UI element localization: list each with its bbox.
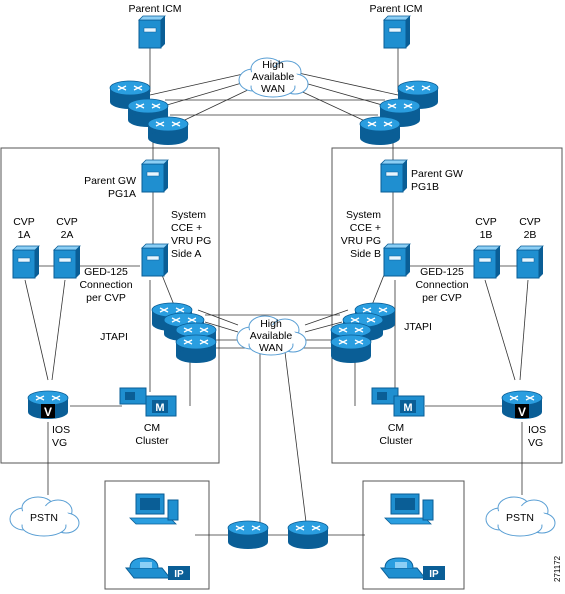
svg-text:CVP: CVP bbox=[519, 216, 541, 228]
parent-gw-a-server bbox=[141, 159, 169, 193]
svg-text:Parent GW: Parent GW bbox=[411, 168, 463, 180]
agent-phone-left: IP bbox=[125, 557, 190, 580]
cvp-1b-label: CVP 1B bbox=[475, 216, 497, 241]
vg-a-badge: V bbox=[44, 405, 52, 419]
parent-gw-b-server bbox=[380, 159, 408, 193]
parent-icm-left-label: Parent ICM bbox=[128, 3, 181, 15]
cm-cluster-a-label: CM Cluster bbox=[135, 422, 169, 447]
svg-text:WAN: WAN bbox=[261, 83, 285, 95]
cvp-1a-label: CVP 1A bbox=[13, 216, 35, 241]
svg-text:Connection: Connection bbox=[79, 279, 132, 291]
svg-text:VG: VG bbox=[528, 437, 543, 449]
system-pg-b-label: System CCE + VRU PG Side B bbox=[341, 209, 382, 260]
cm-cluster-b-devices: M bbox=[371, 387, 425, 417]
svg-text:CM: CM bbox=[388, 422, 404, 434]
pstn-right-label: PSTN bbox=[506, 512, 534, 524]
cm-cluster-a-devices: M bbox=[119, 387, 177, 417]
svg-text:Available: Available bbox=[250, 330, 293, 342]
svg-text:Available: Available bbox=[252, 71, 295, 83]
router-bottom-left bbox=[227, 520, 269, 550]
svg-text:VRU PG: VRU PG bbox=[341, 235, 381, 247]
svg-text:Parent GW: Parent GW bbox=[84, 175, 136, 187]
svg-text:CM: CM bbox=[144, 422, 160, 434]
svg-text:2A: 2A bbox=[61, 229, 74, 241]
svg-text:PG1B: PG1B bbox=[411, 181, 439, 193]
parent-icm-left-server bbox=[138, 15, 166, 49]
svg-text:IOS: IOS bbox=[528, 424, 546, 436]
svg-text:CVP: CVP bbox=[475, 216, 497, 228]
cm-b-badge: M bbox=[403, 402, 412, 414]
svg-text:IOS: IOS bbox=[52, 424, 70, 436]
svg-text:GED-125: GED-125 bbox=[420, 266, 464, 278]
agent-pc-left bbox=[129, 493, 179, 525]
svg-text:Side A: Side A bbox=[171, 248, 201, 260]
wan-top-label: High Available WAN bbox=[252, 59, 295, 95]
connection-lines bbox=[24, 45, 529, 536]
svg-text:High: High bbox=[260, 318, 282, 330]
svg-text:Cluster: Cluster bbox=[135, 435, 169, 447]
jtapi-b-label: JTAPI bbox=[404, 321, 432, 333]
system-pg-a-server bbox=[141, 243, 169, 277]
jtapi-a-label: JTAPI bbox=[100, 331, 128, 343]
router-cluster-top-right bbox=[359, 80, 439, 146]
ip-badge-left: IP bbox=[174, 569, 184, 580]
svg-text:CVP: CVP bbox=[13, 216, 35, 228]
svg-text:High: High bbox=[262, 59, 284, 71]
svg-text:CCE +: CCE + bbox=[350, 222, 381, 234]
cm-cluster-b-label: CM Cluster bbox=[379, 422, 413, 447]
router-cluster-top-left bbox=[109, 80, 189, 146]
svg-text:2B: 2B bbox=[524, 229, 537, 241]
ios-vg-b-label: IOS VG bbox=[528, 424, 546, 449]
router-bottom-right bbox=[287, 520, 329, 550]
ios-vg-a-label: IOS VG bbox=[52, 424, 70, 449]
ged-125-a-label: GED-125 Connection per CVP bbox=[79, 266, 132, 304]
svg-text:Cluster: Cluster bbox=[379, 435, 413, 447]
cvp-1a-server bbox=[12, 245, 40, 279]
svg-text:WAN: WAN bbox=[259, 342, 283, 354]
site-b-box bbox=[331, 147, 563, 464]
cvp-2b-label: CVP 2B bbox=[519, 216, 541, 241]
svg-text:VRU PG: VRU PG bbox=[171, 235, 211, 247]
parent-gw-a-label: Parent GW PG1A bbox=[84, 175, 136, 200]
svg-text:CVP: CVP bbox=[56, 216, 78, 228]
svg-text:per CVP: per CVP bbox=[422, 292, 462, 304]
cvp-2b-server bbox=[516, 245, 544, 279]
site-a-box bbox=[0, 147, 220, 464]
parent-gw-b-label: Parent GW PG1B bbox=[411, 168, 463, 193]
parent-icm-right-server bbox=[383, 15, 411, 49]
svg-text:PG1A: PG1A bbox=[108, 188, 136, 200]
cm-a-badge: M bbox=[155, 402, 164, 414]
svg-text:per CVP: per CVP bbox=[86, 292, 126, 304]
svg-text:Side B: Side B bbox=[350, 248, 381, 260]
cvp-2a-label: CVP 2A bbox=[56, 216, 78, 241]
figure-number: 271172 bbox=[553, 555, 562, 582]
vg-b-badge: V bbox=[518, 405, 526, 419]
cvp-2a-server bbox=[53, 245, 81, 279]
svg-text:GED-125: GED-125 bbox=[84, 266, 128, 278]
agent-pc-right bbox=[384, 493, 434, 525]
system-pg-a-label: System CCE + VRU PG Side A bbox=[171, 209, 211, 260]
ios-vg-a-router: V bbox=[27, 390, 69, 420]
pstn-left-label: PSTN bbox=[30, 512, 58, 524]
ged-125-b-label: GED-125 Connection per CVP bbox=[415, 266, 468, 304]
svg-text:1A: 1A bbox=[18, 229, 31, 241]
ios-vg-b-router: V bbox=[501, 390, 543, 420]
parent-icm-right-label: Parent ICM bbox=[369, 3, 422, 15]
cvp-1b-server bbox=[473, 245, 501, 279]
wan-middle-label: High Available WAN bbox=[250, 318, 293, 354]
agent-phone-right: IP bbox=[380, 557, 445, 580]
router-cluster-middle-left bbox=[151, 302, 217, 364]
svg-text:CCE +: CCE + bbox=[171, 222, 202, 234]
svg-text:VG: VG bbox=[52, 437, 67, 449]
ip-badge-right: IP bbox=[429, 569, 439, 580]
svg-text:System: System bbox=[346, 209, 381, 221]
svg-text:System: System bbox=[171, 209, 206, 221]
system-pg-b-server bbox=[383, 243, 411, 277]
svg-text:Connection: Connection bbox=[415, 279, 468, 291]
router-cluster-middle-right bbox=[330, 302, 396, 364]
svg-text:1B: 1B bbox=[480, 229, 493, 241]
